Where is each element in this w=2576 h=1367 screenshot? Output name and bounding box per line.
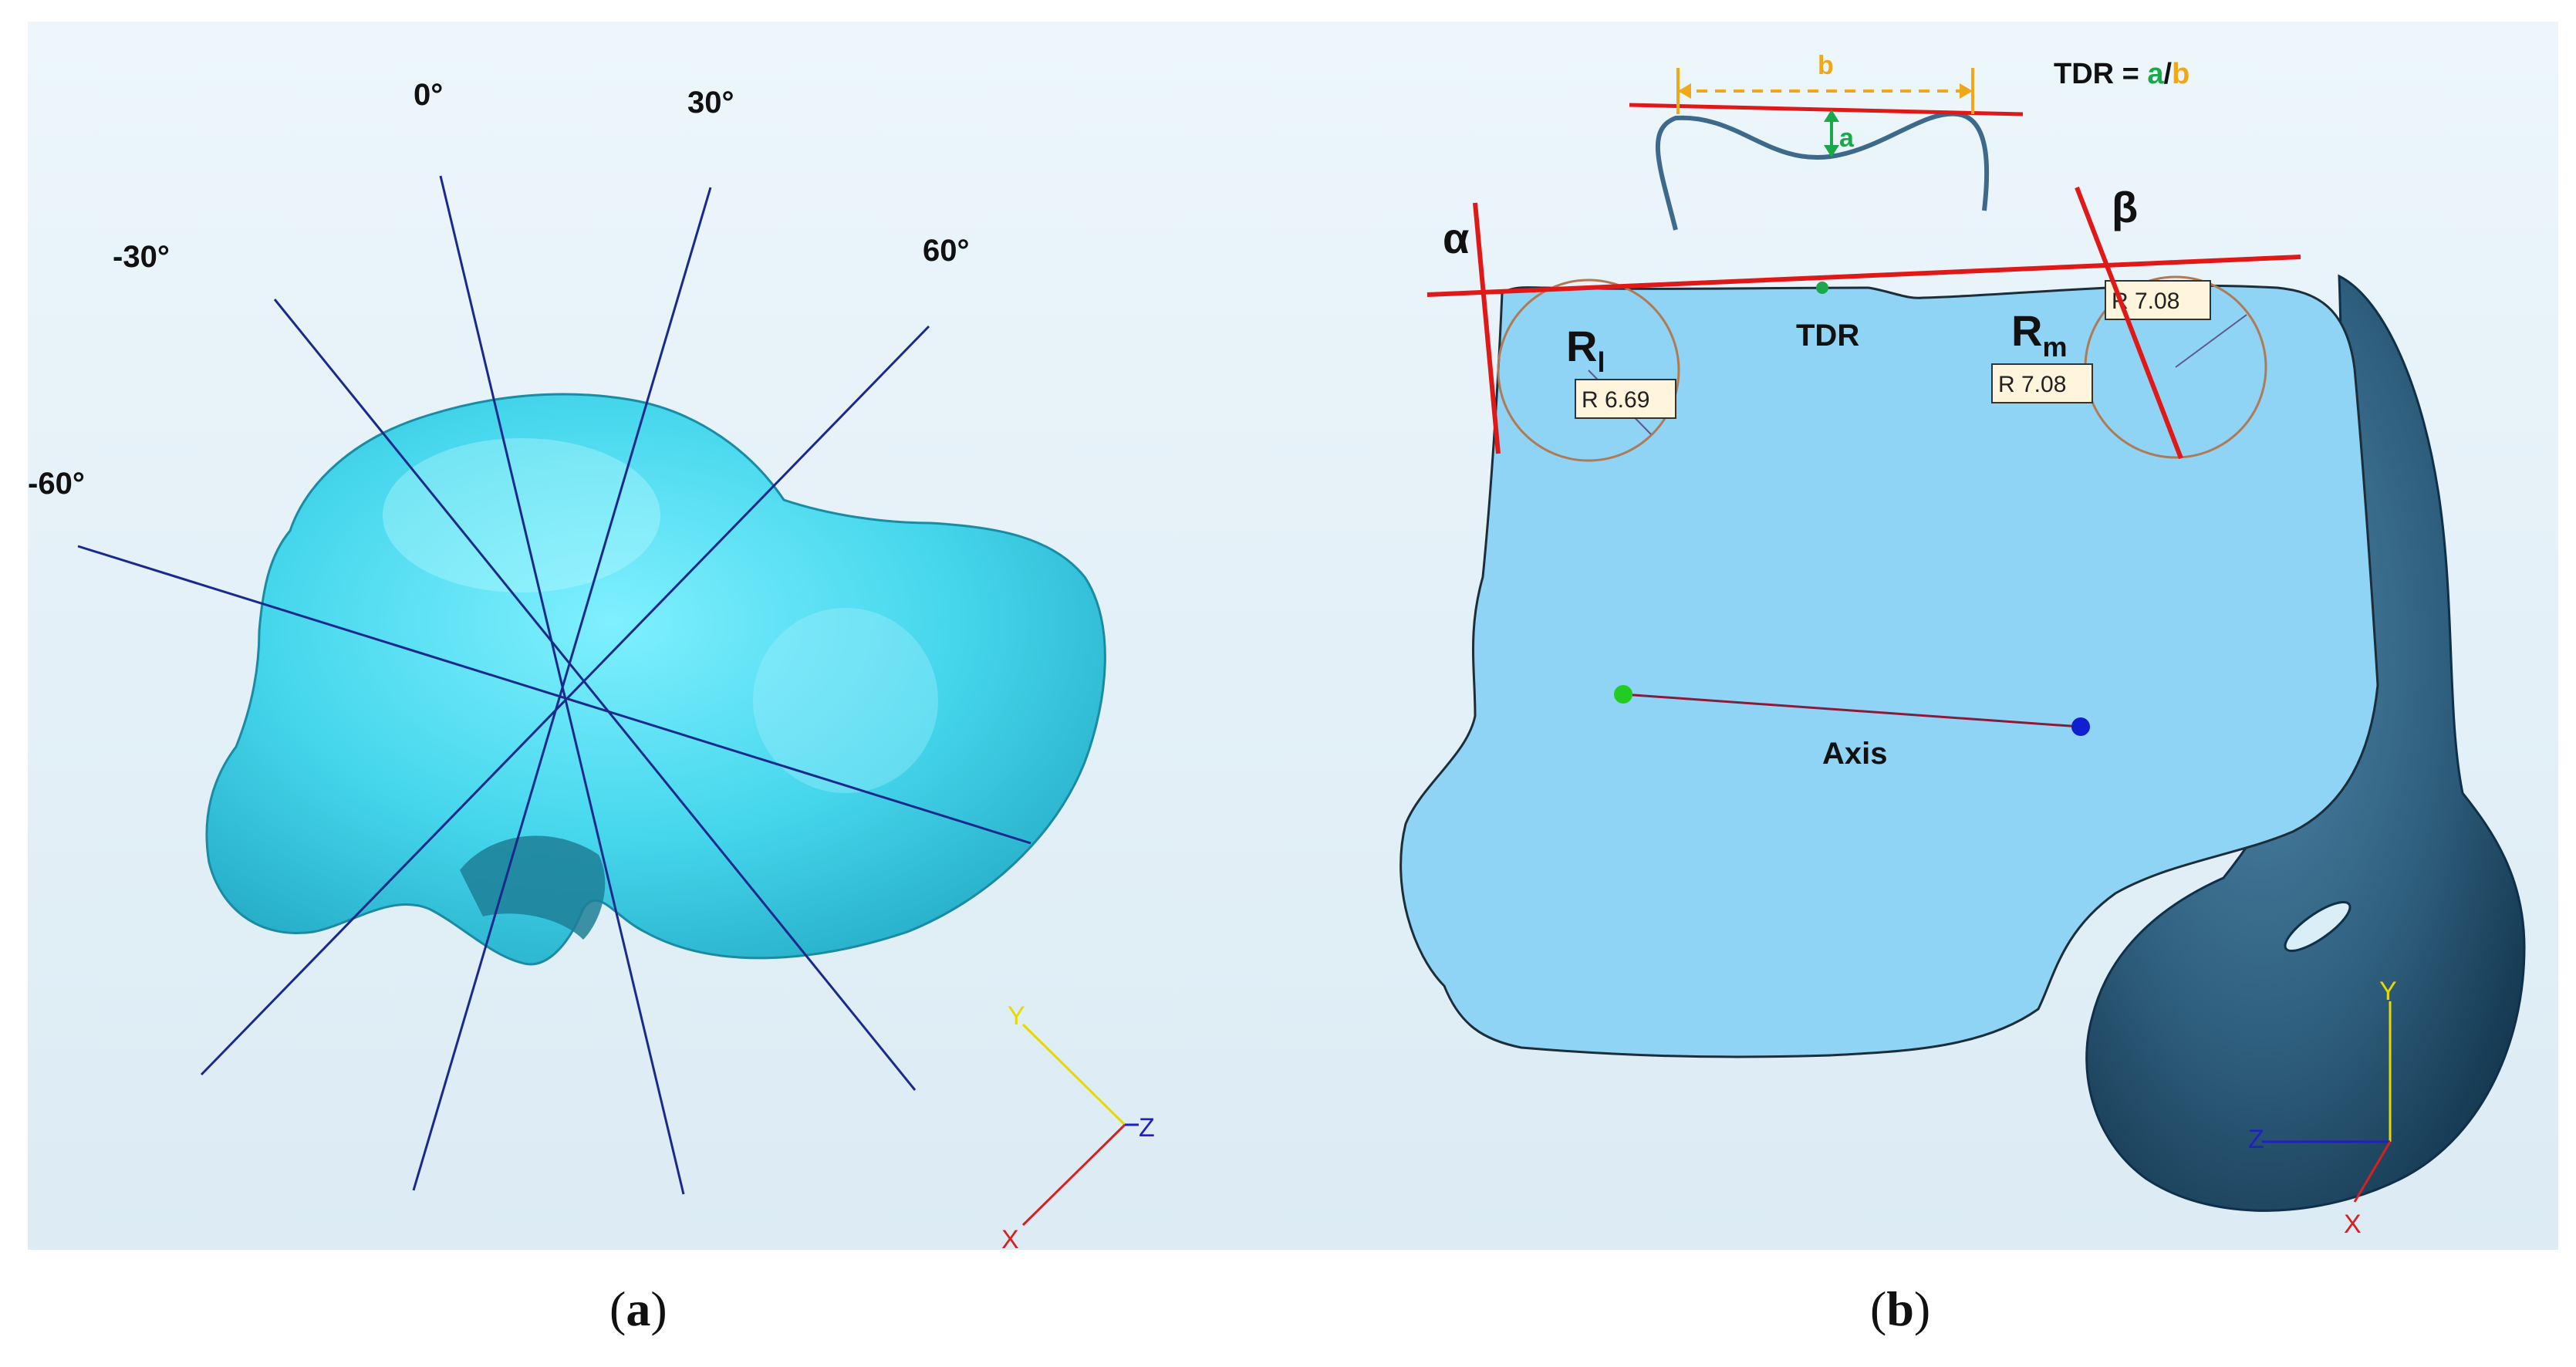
panel-a: -60° -30° 0° 30° 60° Y Z X (28, 22, 1276, 1254)
axis-triad-a: Y Z X (1001, 1001, 1155, 1254)
axis-z-label-a: Z (1139, 1113, 1155, 1143)
inset-a-marker: a (1824, 110, 1855, 157)
tdr-formula: TDR = a/b (2054, 58, 2189, 90)
medial-radius-value: R 7.08 (1998, 372, 2066, 397)
caption-a-close: ) (650, 1281, 667, 1336)
tdr-label: TDR (1796, 319, 1859, 353)
panel-a-canvas: -60° -30° 0° 30° 60° Y Z X (28, 78, 1155, 1254)
rl-main: R (1566, 322, 1597, 370)
rl-label: Rl (1566, 322, 1605, 378)
alpha-label: α (1443, 214, 1469, 262)
angle-label-0: 0° (414, 78, 443, 112)
panel-b: R 6.69 R 7.08 R 7.08 TDR α β Rl Rm Axis (1274, 22, 2558, 1250)
caption-b-open: ( (1870, 1281, 1887, 1336)
radial-lines (77, 175, 1031, 1195)
caption-b-letter: b (1886, 1281, 1914, 1336)
talus-bone (205, 393, 1106, 966)
axis-x-label-a: X (1001, 1225, 1019, 1254)
caption-a-open: ( (609, 1281, 626, 1336)
angle-label-minus-30: -30° (113, 240, 170, 274)
angle-label-60: 60° (923, 234, 970, 268)
caption-a: (a) (609, 1281, 667, 1338)
rm-label: Rm (2011, 306, 2067, 363)
tdr-point (1816, 282, 1828, 294)
talus-facet (753, 608, 938, 793)
fibula-hole (2284, 900, 2351, 953)
tdr-formula-prefix: TDR = (2054, 58, 2147, 90)
inset-b-label: b (1818, 51, 1834, 80)
axis-line (1622, 693, 2081, 728)
inset-tangent-line (1629, 103, 2024, 116)
caption-b-close: ) (1913, 1281, 1931, 1336)
lateral-radius-box (1575, 379, 1676, 419)
tdr-formula-slash: / (2164, 58, 2173, 90)
axis-triad-b: Y Z X (2248, 977, 2397, 1239)
lateral-tangent-line (1473, 202, 1501, 454)
tdr-formula-b: b (2172, 58, 2189, 90)
panel-b-canvas: R 6.69 R 7.08 R 7.08 TDR α β Rl Rm Axis (1399, 51, 2526, 1239)
line-30-deg (412, 187, 712, 1191)
inset-profile-curve (1655, 111, 1990, 231)
tdr-formula-a: a (2147, 58, 2164, 90)
inset-b-marker: b (1676, 51, 1974, 114)
medial-radius-box (1991, 363, 2093, 403)
tangent-lines (1426, 186, 2301, 460)
axis-end-point (2071, 717, 2090, 736)
line-60-deg (200, 325, 930, 1076)
medial-radius-line (2175, 314, 2247, 368)
caption-b: (b) (1870, 1281, 1930, 1338)
lateral-condyle-circle (1497, 278, 1680, 462)
rl-sub: l (1597, 346, 1605, 378)
rm-main: R (2011, 306, 2042, 355)
plateau-tangent-line (1426, 255, 2301, 297)
axis-x-label-b: X (2344, 1210, 2362, 1239)
inset-a-label: a (1839, 123, 1855, 153)
medial-tangent-line (2075, 186, 2183, 460)
beta-label: β (2112, 183, 2138, 231)
caption-a-letter: a (626, 1281, 651, 1336)
axis-label: Axis (1822, 737, 1888, 771)
angle-label-30: 30° (687, 86, 734, 120)
axis-start-point (1614, 685, 1632, 704)
axis-z-label-b: Z (2248, 1125, 2264, 1154)
line-minus-60-deg (77, 545, 1031, 845)
angle-label-minus-60: -60° (28, 467, 85, 501)
rm-sub: m (2042, 331, 2067, 363)
lateral-radius-value: R 6.69 (1582, 387, 1649, 413)
axis-y-label-a: Y (1008, 1001, 1025, 1031)
tibia-section (1399, 284, 2379, 1058)
axis-y-label-b: Y (2379, 977, 2397, 1006)
line-minus-30-deg (273, 299, 917, 1091)
